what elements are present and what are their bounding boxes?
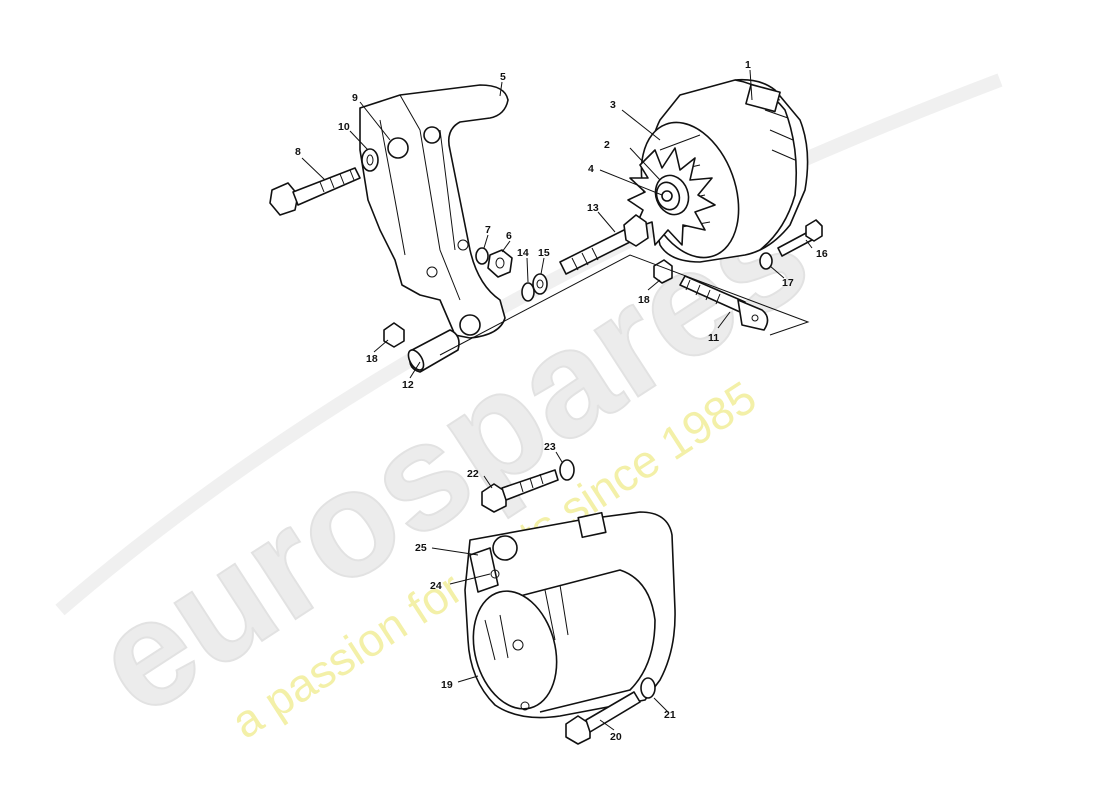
- callout-22: 22: [467, 468, 479, 480]
- callout-2: 2: [604, 139, 610, 151]
- callout-19: 19: [441, 679, 453, 691]
- bolt-20: [565, 691, 641, 745]
- callout-5: 5: [500, 71, 506, 83]
- bolt-22: [481, 469, 559, 513]
- adjuster-rod-11: [679, 275, 769, 331]
- callout-10: 10: [338, 121, 350, 133]
- leader-lines: [301, 69, 813, 731]
- callout-18-upper: 18: [638, 294, 650, 306]
- callout-14: 14: [517, 247, 529, 259]
- callout-21: 21: [664, 709, 676, 721]
- callout-4: 4: [588, 163, 594, 175]
- bolt-16: [777, 219, 823, 257]
- callout-9: 9: [352, 92, 358, 104]
- callout-12: 12: [402, 379, 414, 391]
- washer-15: [532, 273, 548, 295]
- callout-15: 15: [538, 247, 550, 259]
- spacer-12: [407, 329, 460, 373]
- callout-17: 17: [782, 277, 794, 289]
- callout-1: 1: [745, 59, 751, 71]
- nut-18-lower: [383, 322, 405, 348]
- callout-16: 16: [816, 248, 828, 260]
- washer-21: [640, 677, 656, 699]
- callout-24: 24: [430, 580, 442, 592]
- callout-6: 6: [506, 230, 512, 242]
- callout-7: 7: [485, 224, 491, 236]
- bolt-8: [269, 167, 361, 216]
- bolt-13: [559, 214, 649, 275]
- callout-8: 8: [295, 146, 301, 158]
- callout-3: 3: [610, 99, 616, 111]
- callout-labels: 1 2 3 4 5 6 7 8 9 10 11 12 13 14 15 16 1…: [295, 59, 828, 743]
- callout-23: 23: [544, 441, 556, 453]
- washer-7: [475, 247, 489, 265]
- starter-motor: [464, 511, 676, 719]
- callout-25: 25: [415, 542, 427, 554]
- callout-13: 13: [587, 202, 599, 214]
- callout-11: 11: [708, 332, 719, 344]
- washer-17: [759, 252, 773, 270]
- washer-10: [361, 148, 379, 172]
- nut-18-upper: [653, 259, 673, 284]
- callout-18-lower: 18: [366, 353, 378, 365]
- assembly-line-alternator: [439, 254, 810, 356]
- mounting-bracket: [359, 84, 509, 339]
- pulley: [654, 174, 690, 216]
- washer-14: [521, 282, 535, 302]
- washer-23: [559, 459, 575, 481]
- callout-20: 20: [610, 731, 622, 743]
- nut-6: [487, 249, 513, 278]
